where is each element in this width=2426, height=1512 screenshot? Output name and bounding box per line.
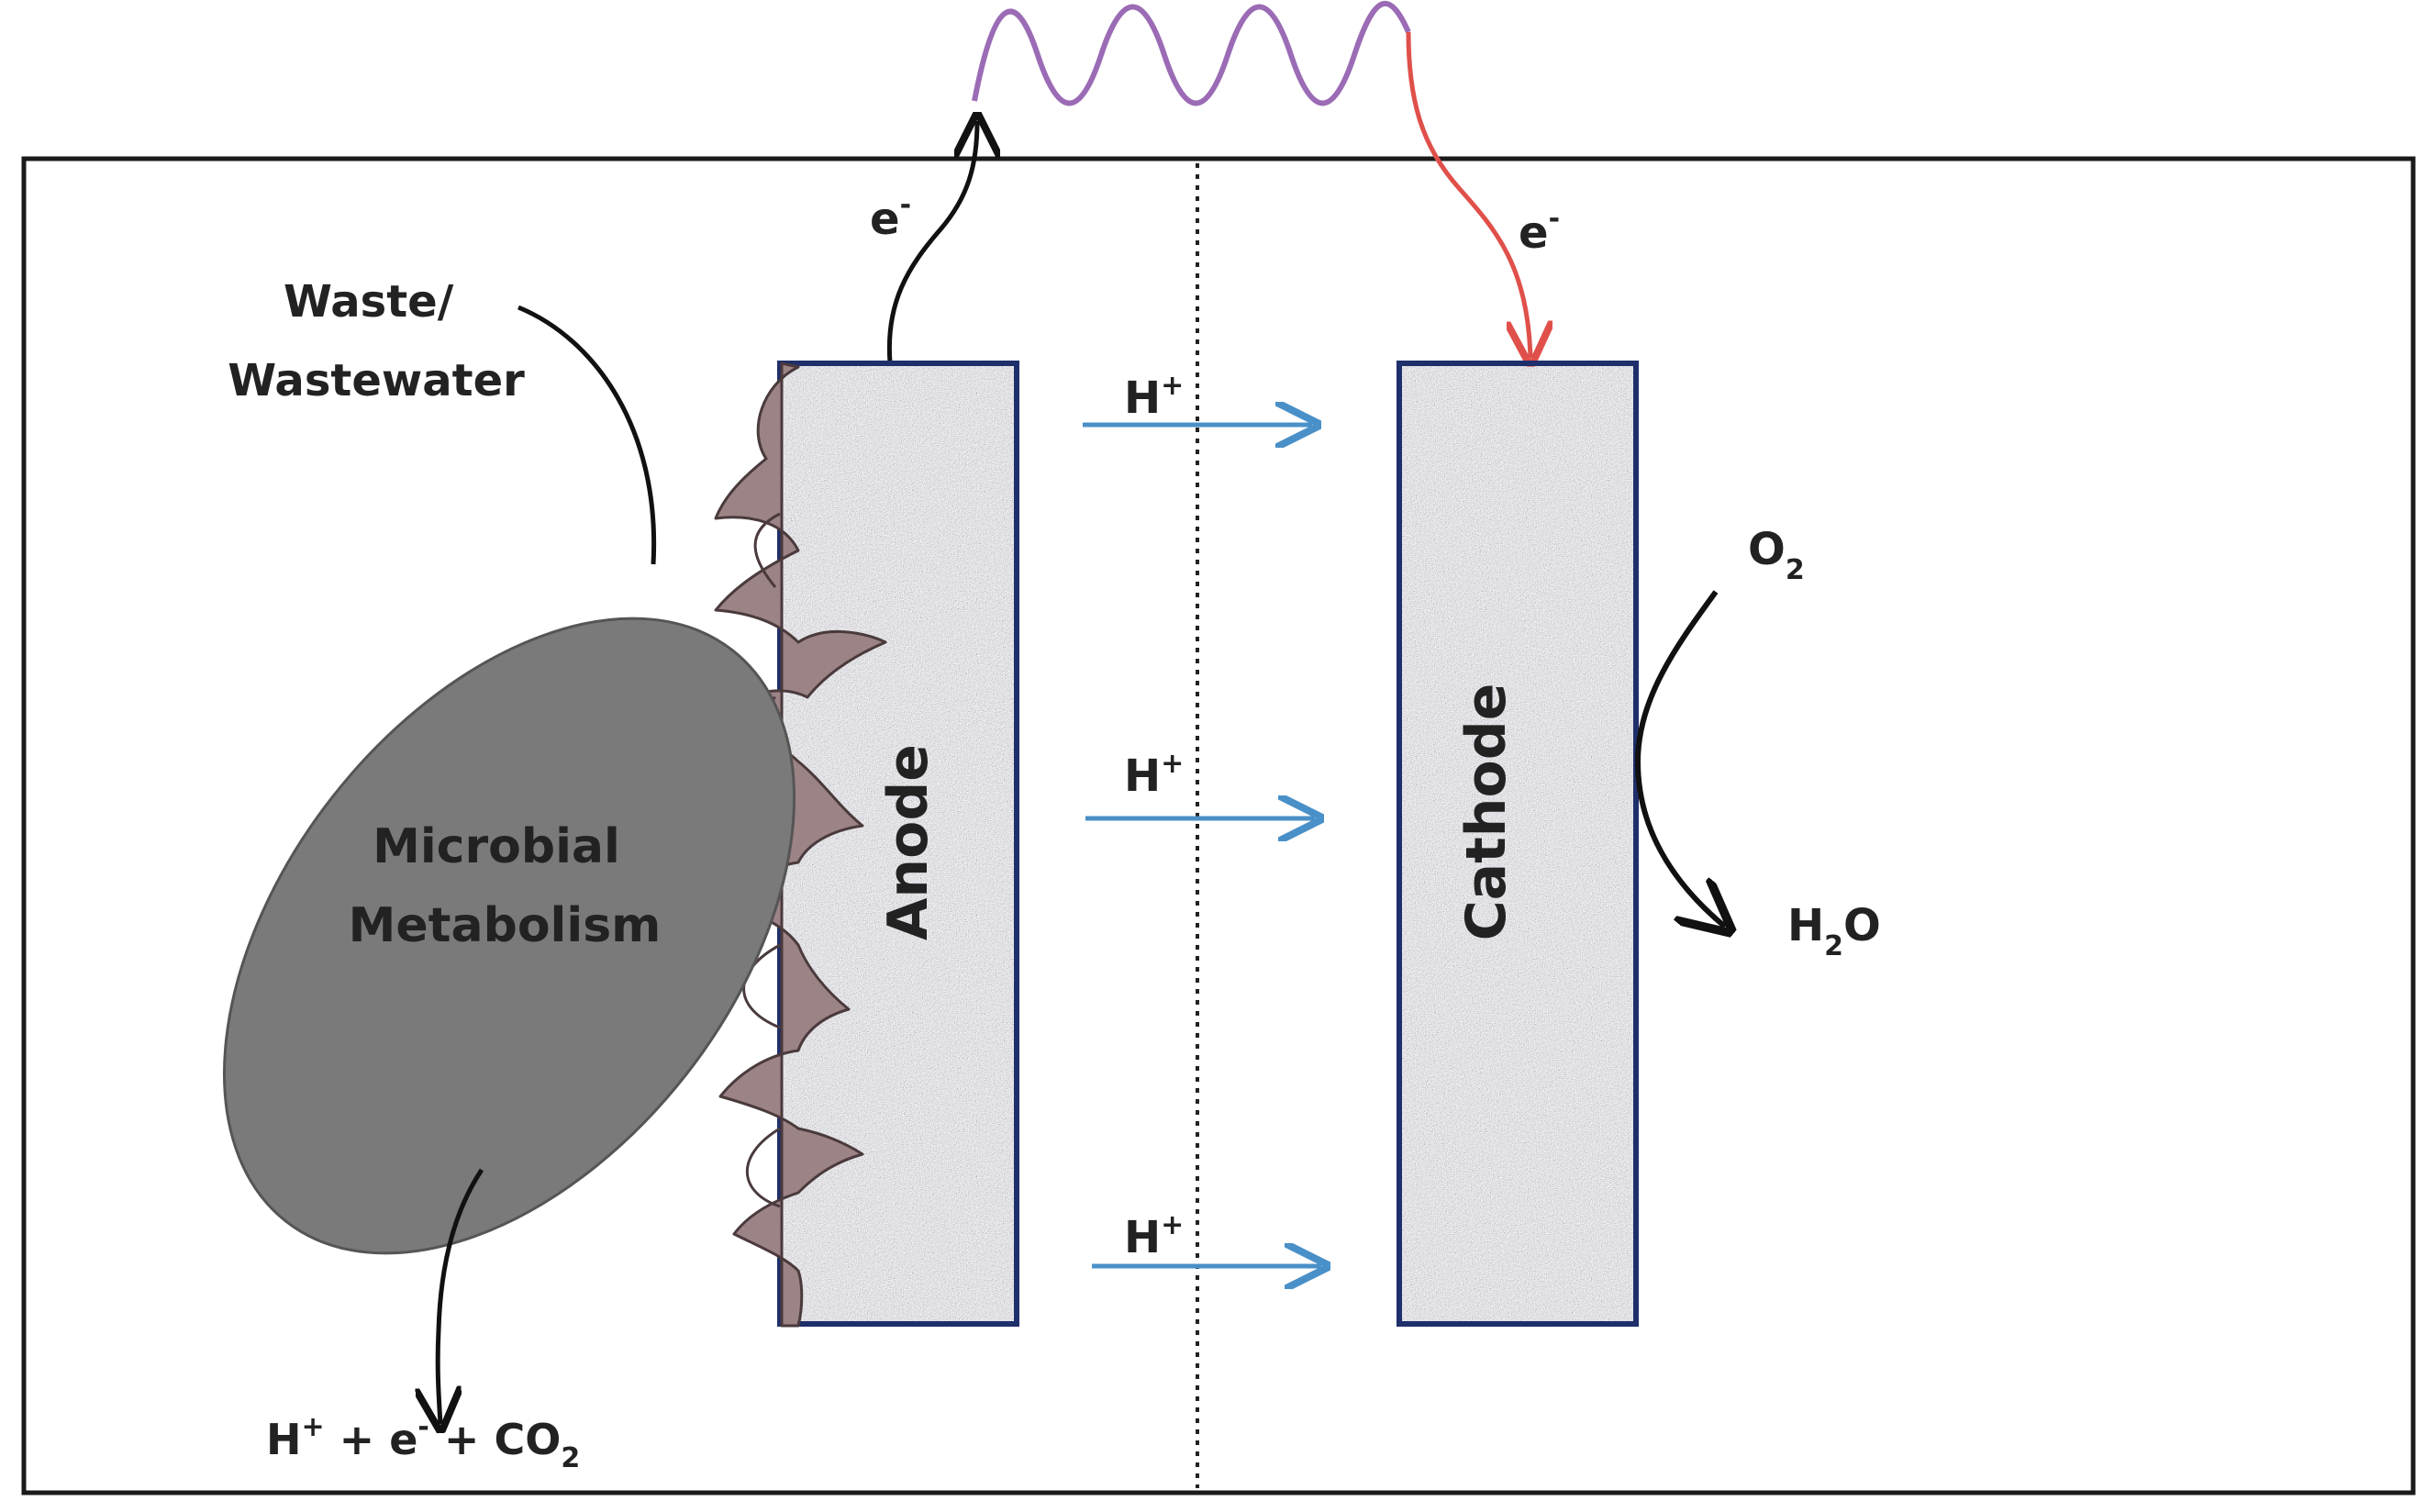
oxygen-label: O2: [1748, 524, 1805, 586]
anode-label: Anode: [876, 744, 940, 940]
cathode-electrode: [1397, 361, 1639, 1327]
cathode-reaction-arrow: [1634, 590, 1725, 927]
resistor-wave: [972, 1, 1411, 106]
cathode-electron-label: e-: [1519, 203, 1560, 259]
proton-label-2: H+: [1124, 748, 1184, 802]
cathode-label: Cathode: [1454, 684, 1519, 941]
product-output-arrow: [438, 1168, 484, 1424]
biofilm: [714, 361, 887, 1328]
cathode-electrode-fill: [1399, 363, 1636, 1324]
microbial-metabolism-label: Microbial Metabolism: [349, 819, 662, 953]
waste-input-curve: [517, 305, 657, 565]
proton-label-1: H+: [1124, 370, 1184, 424]
proton-label-3: H+: [1124, 1209, 1184, 1263]
products-label: H+ + e- + CO2: [266, 1411, 580, 1474]
anode-electron-wire: [886, 121, 977, 363]
waste-label: Waste/ Wastewater: [228, 276, 525, 406]
cathode-electron-wire: [1406, 31, 1530, 358]
anode-electron-label: e-: [870, 189, 911, 245]
water-label: H2O: [1787, 900, 1881, 962]
microbe-cell: [222, 617, 796, 1255]
